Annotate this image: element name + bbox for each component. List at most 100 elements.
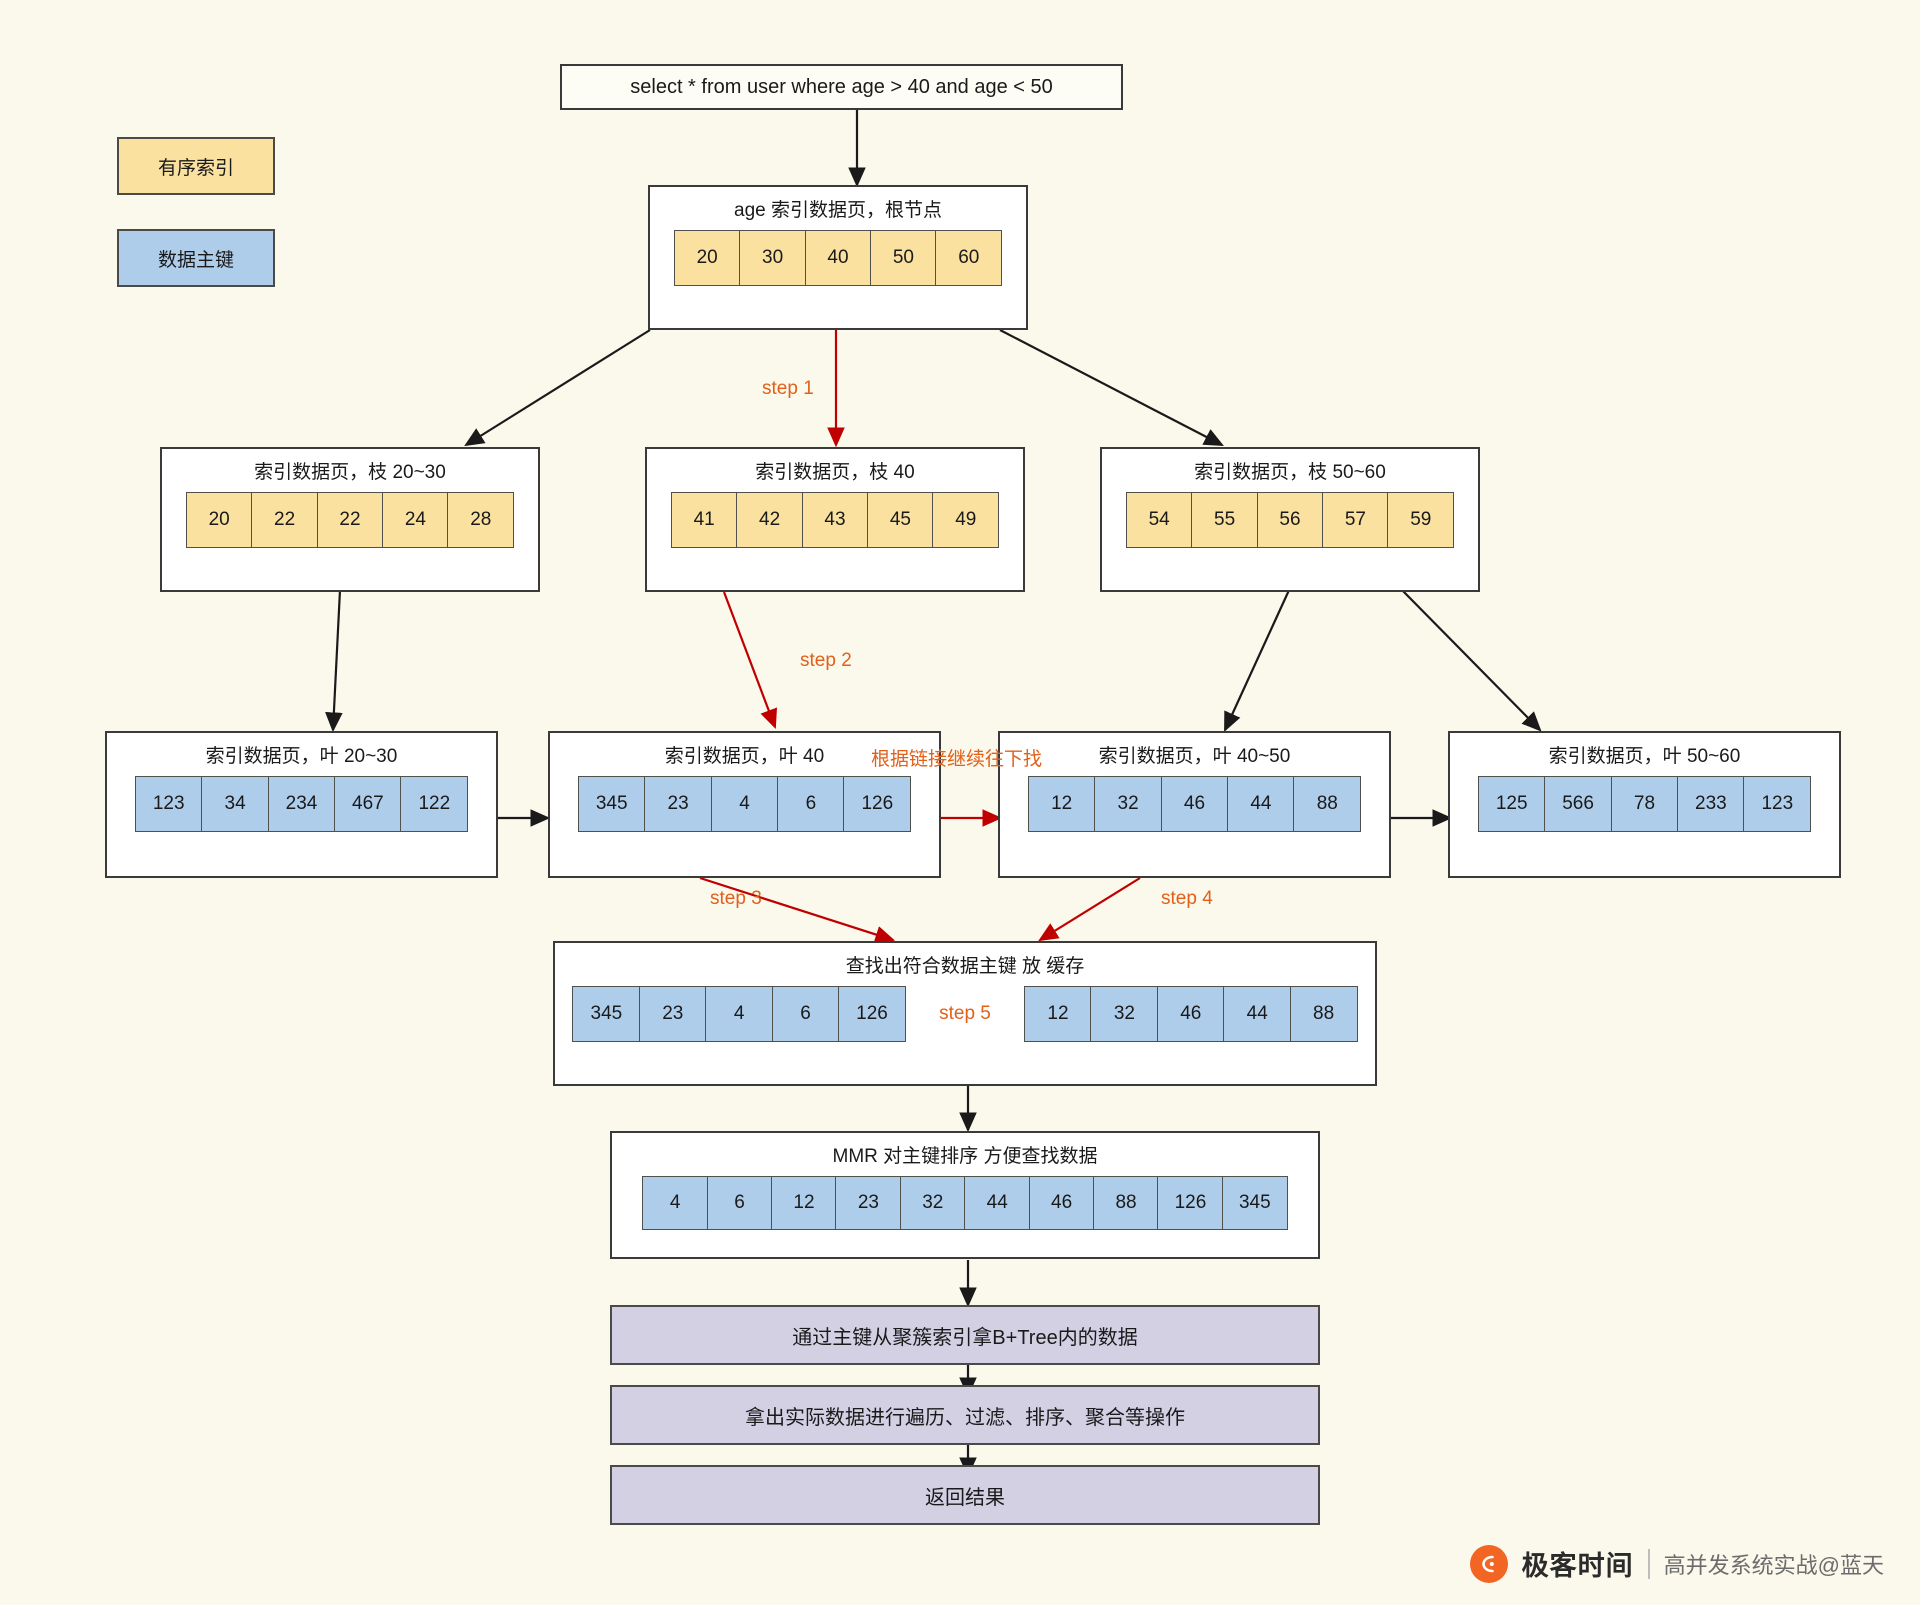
- branch-20-30-cell-4: 28: [447, 492, 515, 548]
- mmr-cell-row: 4 6 12 23 32 44 46 88 126 345: [642, 1176, 1288, 1230]
- leaf-page-20-30: 索引数据页，叶 20~30 123 34 234 467 122: [105, 731, 498, 878]
- cache-row: 345 23 4 6 126 step 5 12 32 46 44 88: [572, 986, 1358, 1042]
- flow-box-process-data-label: 拿出实际数据进行遍历、过滤、排序、聚合等操作: [745, 1406, 1185, 1429]
- leaf-20-30-cell-4: 122: [400, 776, 469, 832]
- cache-left-cell-0: 345: [572, 986, 641, 1042]
- branch-40-cell-row: 41 42 43 45 49: [670, 492, 1000, 548]
- mmr-cell-0: 4: [642, 1176, 709, 1230]
- branch-40-title: 索引数据页，枝 40: [755, 462, 915, 483]
- leaf-50-60-cell-2: 78: [1610, 776, 1679, 832]
- branch-page-40: 索引数据页，枝 40 41 42 43 45 49: [645, 447, 1025, 592]
- leaf-40-50-cell-row: 12 32 46 44 88: [1027, 776, 1362, 832]
- sql-query-text: select * from user where age > 40 and ag…: [630, 75, 1053, 98]
- cache-right-cell-row: 12 32 46 44 88: [1024, 986, 1358, 1042]
- leaf-page-40: 索引数据页，叶 40 345 23 4 6 126: [548, 731, 941, 878]
- root-cell-1: 30: [739, 230, 807, 286]
- legend-index-label: 有序索引: [157, 157, 234, 179]
- mmr-cell-6: 46: [1028, 1176, 1095, 1230]
- root-cell-4: 60: [935, 230, 1003, 286]
- leaf-40-cell-0: 345: [577, 776, 646, 832]
- geekbang-logo-icon: [1469, 1544, 1508, 1583]
- branch-20-30-title: 索引数据页，枝 20~30: [254, 462, 446, 483]
- mmr-cell-7: 88: [1093, 1176, 1160, 1230]
- mmr-cell-3: 23: [835, 1176, 902, 1230]
- root-index-page: age 索引数据页，根节点 20 30 40 50 60: [648, 185, 1028, 330]
- root-cell-row: 20 30 40 50 60: [673, 230, 1003, 286]
- mmr-cell-5: 44: [964, 1176, 1031, 1230]
- leaf-40-cell-2: 4: [710, 776, 779, 832]
- cache-left-cell-4: 126: [838, 986, 906, 1042]
- leaf-20-30-cell-3: 467: [333, 776, 402, 832]
- branch-20-30-cell-row: 20 22 22 24 28: [185, 492, 515, 548]
- leaf-40-cell-1: 23: [644, 776, 713, 832]
- leaf-page-50-60: 索引数据页，叶 50~60 125 566 78 233 123: [1448, 731, 1841, 878]
- mmr-cell-4: 32: [899, 1176, 966, 1230]
- branch-20-30-cell-1: 22: [251, 492, 319, 548]
- root-cell-0: 20: [673, 230, 741, 286]
- legend-primary-key-label: 数据主键: [157, 249, 234, 271]
- legend-index-box: 有序索引: [117, 137, 275, 195]
- flow-box-return-result-label: 返回结果: [925, 1486, 1005, 1509]
- cache-page: 查找出符合数据主键 放 缓存 345 23 4 6 126 step 5 12 …: [553, 941, 1377, 1086]
- leaf-20-30-title: 索引数据页，叶 20~30: [205, 746, 398, 767]
- root-cell-3: 50: [869, 230, 937, 286]
- leaf-20-30-cell-2: 234: [267, 776, 336, 832]
- step-1-label: step 1: [762, 378, 814, 399]
- footer-brand-name: 极客时间: [1521, 1551, 1634, 1581]
- cache-left-cell-1: 23: [638, 986, 707, 1042]
- mmr-title: MMR 对主键排序 方便查找数据: [832, 1146, 1098, 1167]
- leaf-20-30-cell-row: 123 34 234 467 122: [134, 776, 469, 832]
- leaf-40-cell-row: 345 23 4 6 126: [577, 776, 912, 832]
- leaf-50-60-title: 索引数据页，叶 50~60: [1548, 746, 1741, 767]
- cache-right-cell-3: 44: [1223, 986, 1292, 1042]
- branch-40-cell-0: 41: [670, 492, 738, 548]
- leaf-40-50-cell-1: 32: [1094, 776, 1163, 832]
- cache-right-cell-2: 46: [1156, 986, 1225, 1042]
- link-traverse-note: 根据链接继续往下找: [871, 749, 1043, 770]
- leaf-40-50-cell-3: 44: [1226, 776, 1295, 832]
- branch-40-cell-1: 42: [736, 492, 804, 548]
- root-cell-2: 40: [804, 230, 872, 286]
- branch-50-60-cell-1: 55: [1191, 492, 1259, 548]
- cache-left-cell-row: 345 23 4 6 126: [572, 986, 906, 1042]
- step-2-label: step 2: [800, 650, 852, 671]
- cache-step-5-label: step 5: [939, 1003, 991, 1024]
- leaf-40-cell-3: 6: [776, 776, 845, 832]
- leaf-40-50-title: 索引数据页，叶 40~50: [1098, 746, 1291, 767]
- cache-title: 查找出符合数据主键 放 缓存: [845, 956, 1085, 977]
- branch-50-60-title: 索引数据页，枝 50~60: [1194, 462, 1386, 483]
- leaf-20-30-cell-1: 34: [201, 776, 270, 832]
- flow-box-return-result: 返回结果: [610, 1465, 1320, 1525]
- leaf-40-50-cell-4: 88: [1293, 776, 1362, 832]
- footer-course-name: 高并发系统实战@蓝天: [1663, 1552, 1884, 1578]
- flow-box-process-data: 拿出实际数据进行遍历、过滤、排序、聚合等操作: [610, 1385, 1320, 1445]
- branch-50-60-cell-4: 59: [1387, 492, 1455, 548]
- leaf-50-60-cell-1: 566: [1544, 776, 1613, 832]
- leaf-20-30-cell-0: 123: [134, 776, 203, 832]
- flow-box-fetch-data: 通过主键从聚簇索引拿B+Tree内的数据: [610, 1305, 1320, 1365]
- leaf-page-40-50: 索引数据页，叶 40~50 12 32 46 44 88: [998, 731, 1391, 878]
- branch-20-30-cell-0: 20: [185, 492, 253, 548]
- branch-20-30-cell-3: 24: [381, 492, 449, 548]
- branch-page-50-60: 索引数据页，枝 50~60 54 55 56 57 59: [1100, 447, 1480, 592]
- branch-40-cell-4: 49: [932, 492, 1000, 548]
- leaf-40-title: 索引数据页，叶 40: [664, 746, 825, 767]
- leaf-40-50-cell-2: 46: [1160, 776, 1229, 832]
- branch-page-20-30: 索引数据页，枝 20~30 20 22 22 24 28: [160, 447, 540, 592]
- leaf-40-50-cell-0: 12: [1027, 776, 1096, 832]
- branch-50-60-cell-row: 54 55 56 57 59: [1125, 492, 1455, 548]
- footer-branding: 极客时间 高并发系统实战@蓝天: [1469, 1544, 1884, 1583]
- legend-primary-key-box: 数据主键: [117, 229, 275, 287]
- mmr-cell-9: 345: [1221, 1176, 1288, 1230]
- sql-query-box: select * from user where age > 40 and ag…: [560, 64, 1123, 110]
- cache-left-cell-2: 4: [705, 986, 774, 1042]
- leaf-50-60-cell-0: 125: [1477, 776, 1546, 832]
- leaf-40-cell-4: 126: [843, 776, 912, 832]
- mmr-sort-page: MMR 对主键排序 方便查找数据 4 6 12 23 32 44 46 88 1…: [610, 1131, 1320, 1259]
- footer-divider: [1647, 1548, 1650, 1579]
- cache-right-cell-4: 88: [1289, 986, 1358, 1042]
- cache-right-cell-0: 12: [1024, 986, 1092, 1042]
- mmr-cell-2: 12: [770, 1176, 837, 1230]
- leaf-50-60-cell-4: 123: [1743, 776, 1812, 832]
